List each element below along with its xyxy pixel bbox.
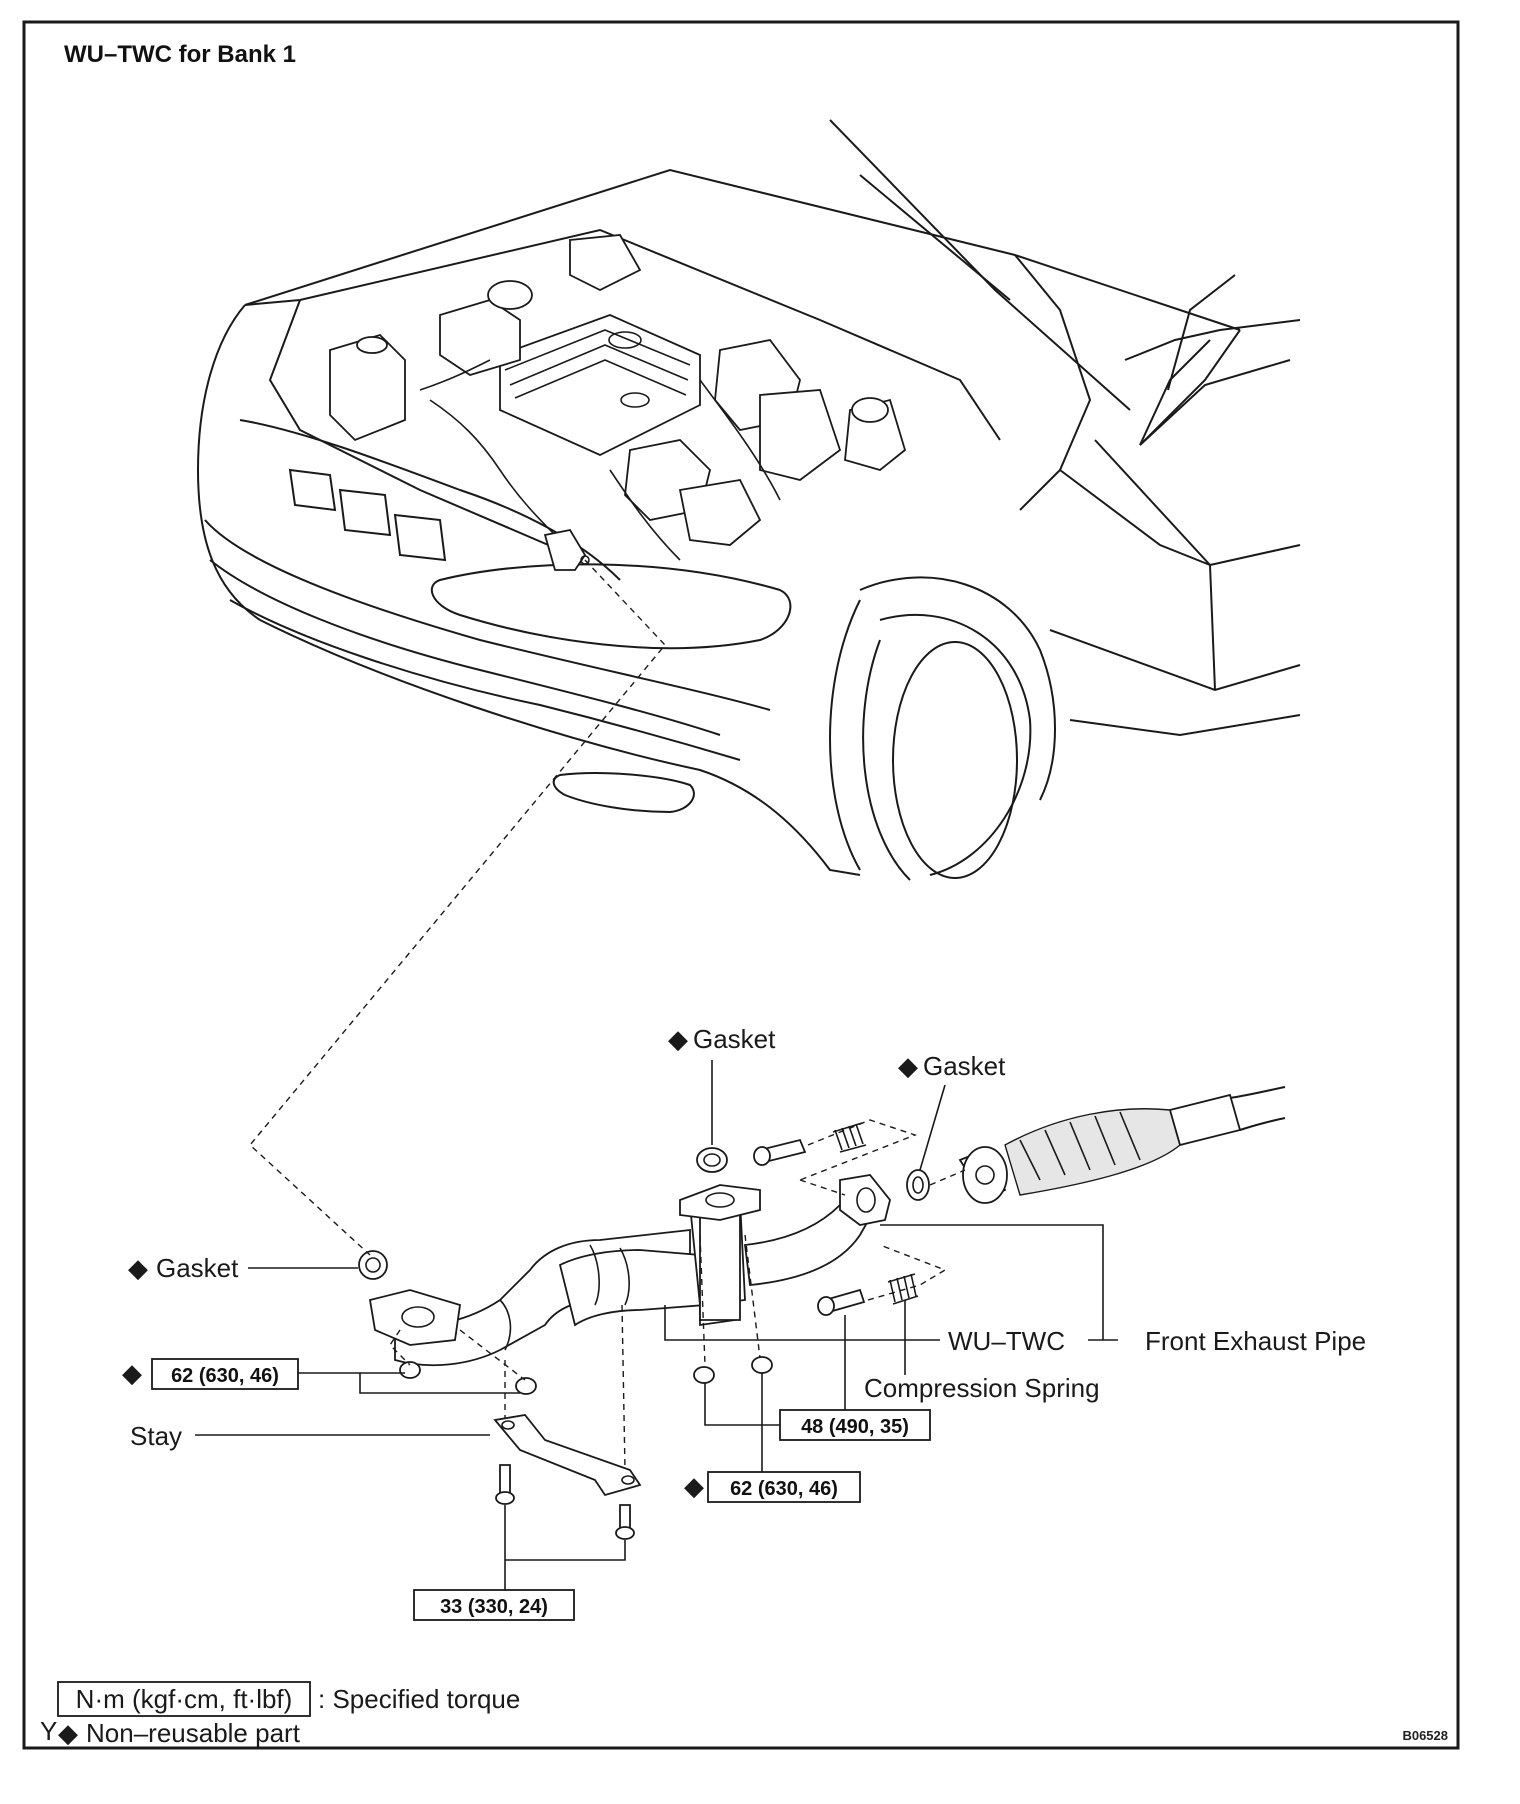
spring-upper [832, 1122, 867, 1153]
leader-lines [195, 1060, 1118, 1590]
legend-corner-mark: Y [40, 1716, 57, 1746]
wu-twc-label: WU–TWC [948, 1326, 1065, 1356]
legend-torque-desc: : Specified torque [318, 1684, 520, 1714]
exhaust-assembly [358, 1086, 1286, 1540]
diagram-title: WU–TWC for Bank 1 [64, 41, 296, 68]
torque-stay-bolts-value: 33 (330, 24) [440, 1596, 548, 1618]
legend-torque-unit: N·m (kgf·cm, ft·lbf) [76, 1684, 293, 1714]
compression-spring-label: Compression Spring [864, 1373, 1100, 1403]
legend: N·m (kgf·cm, ft·lbf) : Specified torque … [40, 1681, 520, 1748]
torque-center-nuts-diamond: ◆ [684, 1471, 704, 1501]
torque-center-bolts-box [779, 1409, 931, 1441]
assembly-guide-lines [249, 559, 966, 1471]
gasket-left-diamond: ◆ [128, 1253, 148, 1283]
torque-stay-bolts-box [413, 1589, 575, 1621]
torque-center-nuts-value: 62 (630, 46) [730, 1478, 838, 1500]
gasket-right-diamond: ◆ [898, 1051, 918, 1081]
gasket-right-part [906, 1169, 930, 1201]
torque-center-bolts-value: 48 (490, 35) [801, 1416, 909, 1438]
torque-left-diamond: ◆ [122, 1358, 142, 1388]
gasket-top-label: Gasket [693, 1024, 776, 1054]
diagram-code: B06528 [1402, 1728, 1448, 1743]
gasket-top-diamond: ◆ [668, 1024, 688, 1054]
front-exhaust-pipe-label: Front Exhaust Pipe [1145, 1326, 1366, 1356]
diagram-frame [22, 20, 1460, 1750]
legend-diamond-symbol: ◆ [58, 1718, 78, 1748]
legend-nonreusable-desc: Non–reusable part [86, 1718, 301, 1748]
gasket-left-label: Gasket [156, 1253, 239, 1283]
stay-label: Stay [130, 1421, 182, 1451]
torque-left-box [151, 1358, 299, 1390]
legend-torque-box [57, 1681, 311, 1717]
spring-lower [887, 1273, 919, 1305]
gasket-right-label: Gasket [923, 1051, 1006, 1081]
gasket-top-part [696, 1147, 728, 1173]
gasket-left-part [358, 1250, 388, 1280]
car-illustration [196, 119, 1301, 881]
torque-left-value: 62 (630, 46) [171, 1365, 279, 1387]
torque-center-nuts-box [707, 1471, 861, 1503]
